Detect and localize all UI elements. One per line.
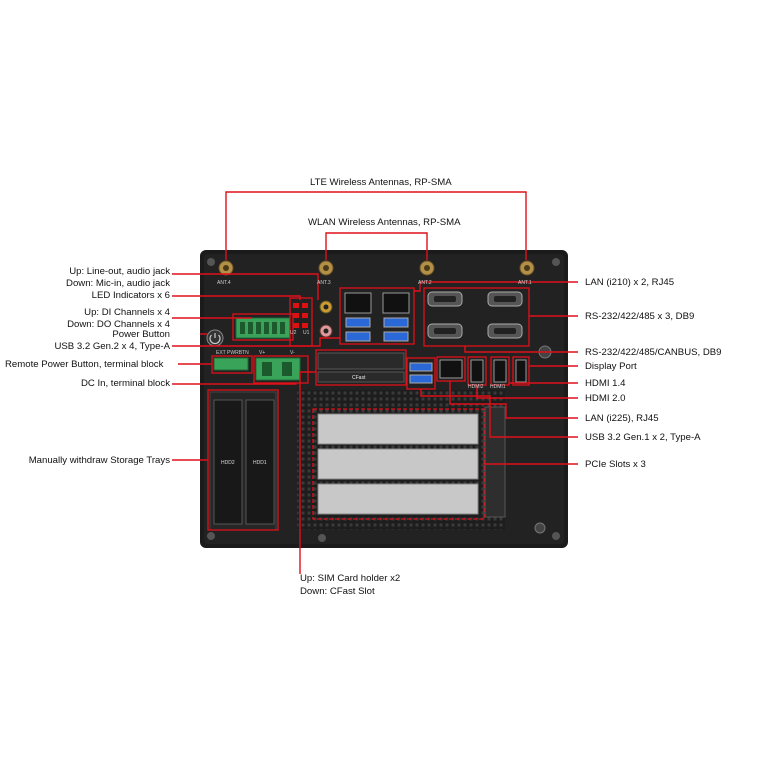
v-minus-label: V-: [290, 350, 295, 356]
callout-storage: Manually withdraw Storage Trays: [28, 455, 170, 466]
rj45-port-icon: [344, 292, 372, 314]
hdmi1-label: HDMI1: [490, 384, 506, 390]
callout-power: Power Button: [112, 329, 170, 340]
usb-port-icon: [409, 374, 433, 384]
callout-remote-power: Remote Power Button, terminal block: [5, 359, 164, 370]
callout-hdmi20: HDMI 2.0: [585, 393, 626, 404]
u2-label: U2: [290, 330, 297, 336]
db9-port-icon: [487, 291, 523, 307]
screw-icon: [207, 258, 215, 266]
callout-displayport: Display Port: [585, 361, 637, 372]
antenna-icon: [218, 260, 234, 276]
pcie-slot: [317, 483, 479, 515]
callout-rs232-can: RS-232/422/485/CANBUS, DB9: [585, 347, 722, 358]
ant1-label: ANT.1: [518, 280, 532, 286]
antenna-icon: [419, 260, 435, 276]
callout-led: LED Indicators x 6: [91, 290, 170, 301]
cfast-label: CFast: [352, 375, 366, 381]
storage-tray-hdd2: [213, 399, 243, 525]
callout-hdmi14: HDMI 1.4: [585, 378, 626, 389]
screw-icon: [552, 532, 560, 540]
callout-lan-i225: LAN (i225), RJ45: [585, 413, 659, 424]
usb-port-icon: [345, 317, 371, 328]
callout-do: Down: DO Channels x 4: [67, 319, 170, 330]
displayport-icon: [515, 359, 527, 383]
callout-usb32g1: USB 3.2 Gen.1 x 2, Type-A: [585, 432, 701, 443]
callout-lte: LTE Wireless Antennas, RP-SMA: [310, 177, 452, 188]
callout-sim: Up: SIM Card holder x2: [300, 573, 401, 584]
db9-port-icon: [427, 291, 463, 307]
ant4-label: ANT.4: [217, 280, 231, 286]
sim-holder: [317, 352, 405, 370]
callout-dc-in: DC In, terminal block: [80, 378, 170, 389]
ant2-label: ANT.2: [418, 280, 432, 286]
callout-cfast: Down: CFast Slot: [300, 586, 375, 597]
callout-audio-up: Up: Line-out, audio jack: [69, 266, 170, 277]
usb-port-icon: [409, 362, 433, 372]
cfast-slot: [317, 371, 405, 383]
hdd2-label: HDD2: [221, 460, 235, 466]
hdmi-port-icon: [470, 359, 484, 383]
rj45-port-icon: [382, 292, 410, 314]
antenna-icon: [519, 260, 535, 276]
db9-port-icon: [487, 323, 523, 339]
hdmi2-label: HDMI2: [468, 384, 484, 390]
ant3-label: ANT.3: [317, 280, 331, 286]
callout-wlan: WLAN Wireless Antennas, RP-SMA: [308, 217, 461, 228]
callout-highlights: [207, 287, 530, 531]
callout-lan-i210: LAN (i210) x 2, RJ45: [585, 277, 675, 288]
usb-port-icon: [383, 331, 409, 342]
callout-pcie: PCIe Slots x 3: [585, 459, 646, 470]
usb-port-icon: [383, 317, 409, 328]
v-plus-label: V+: [259, 350, 266, 356]
led-indicator-icon: [293, 303, 308, 328]
remote-power-terminal: [213, 357, 249, 371]
screw-icon: [318, 534, 326, 542]
storage-tray-hdd1: [245, 399, 275, 525]
usb-port-icon: [345, 331, 371, 342]
callout-rs232x3: RS-232/422/485 x 3, DB9: [585, 311, 695, 322]
callout-audio-down: Down: Mic-in, audio jack: [66, 278, 170, 289]
hdmi-port-icon: [493, 359, 507, 383]
pcie-slot: [317, 413, 479, 445]
u1-label: U1: [303, 330, 310, 336]
callout-usb32: USB 3.2 Gen.2 x 4, Type-A: [54, 341, 170, 352]
pcie-slot: [317, 448, 479, 480]
screw-icon: [207, 532, 215, 540]
ext-pwrbtn-label: EXT PWRBTN: [216, 350, 249, 356]
screw-icon: [534, 522, 546, 534]
antenna-icon: [318, 260, 334, 276]
hdd1-label: HDD1: [253, 460, 267, 466]
rj45-port-icon: [439, 359, 463, 379]
db9-port-icon: [427, 323, 463, 339]
screw-icon: [552, 258, 560, 266]
callout-di: Up: DI Channels x 4: [84, 307, 170, 318]
callout-lines: [172, 191, 578, 574]
